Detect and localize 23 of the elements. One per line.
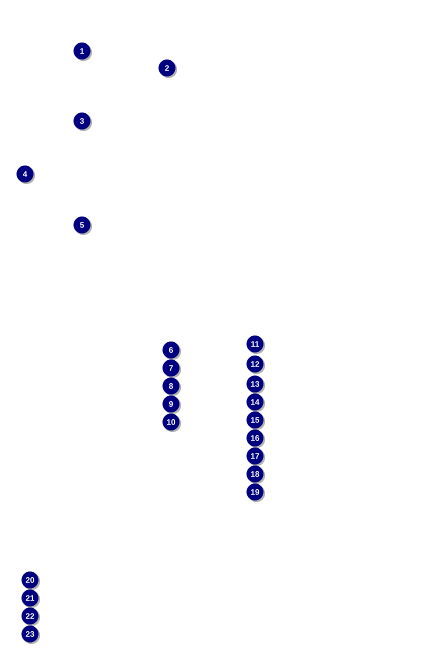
callout-number: 23 xyxy=(22,626,40,644)
callout-number: 18 xyxy=(246,466,266,484)
callout-number: 12 xyxy=(246,356,266,374)
callout-number: 2 xyxy=(158,60,178,78)
callout-number: 4 xyxy=(16,166,36,184)
callout-number: 14 xyxy=(246,394,266,412)
callout-number: 6 xyxy=(162,342,182,360)
callout-number: 20 xyxy=(22,572,40,590)
callout-number: 9 xyxy=(162,396,182,414)
callout-number: 7 xyxy=(162,360,182,378)
callout-number: 11 xyxy=(246,336,266,354)
callout-number: 16 xyxy=(246,430,266,448)
callout-number: 8 xyxy=(162,378,182,396)
callout-number: 15 xyxy=(246,412,266,430)
callout-number: 5 xyxy=(74,216,92,236)
callout-number: 10 xyxy=(162,414,182,432)
callout-number: 17 xyxy=(246,448,266,466)
callout-number: 1 xyxy=(74,42,92,62)
callout-number: 3 xyxy=(74,112,92,132)
callout-number: 13 xyxy=(246,376,266,394)
callout-number: 19 xyxy=(246,484,266,502)
callout-number: 22 xyxy=(22,608,40,626)
callout-number: 21 xyxy=(22,590,40,608)
